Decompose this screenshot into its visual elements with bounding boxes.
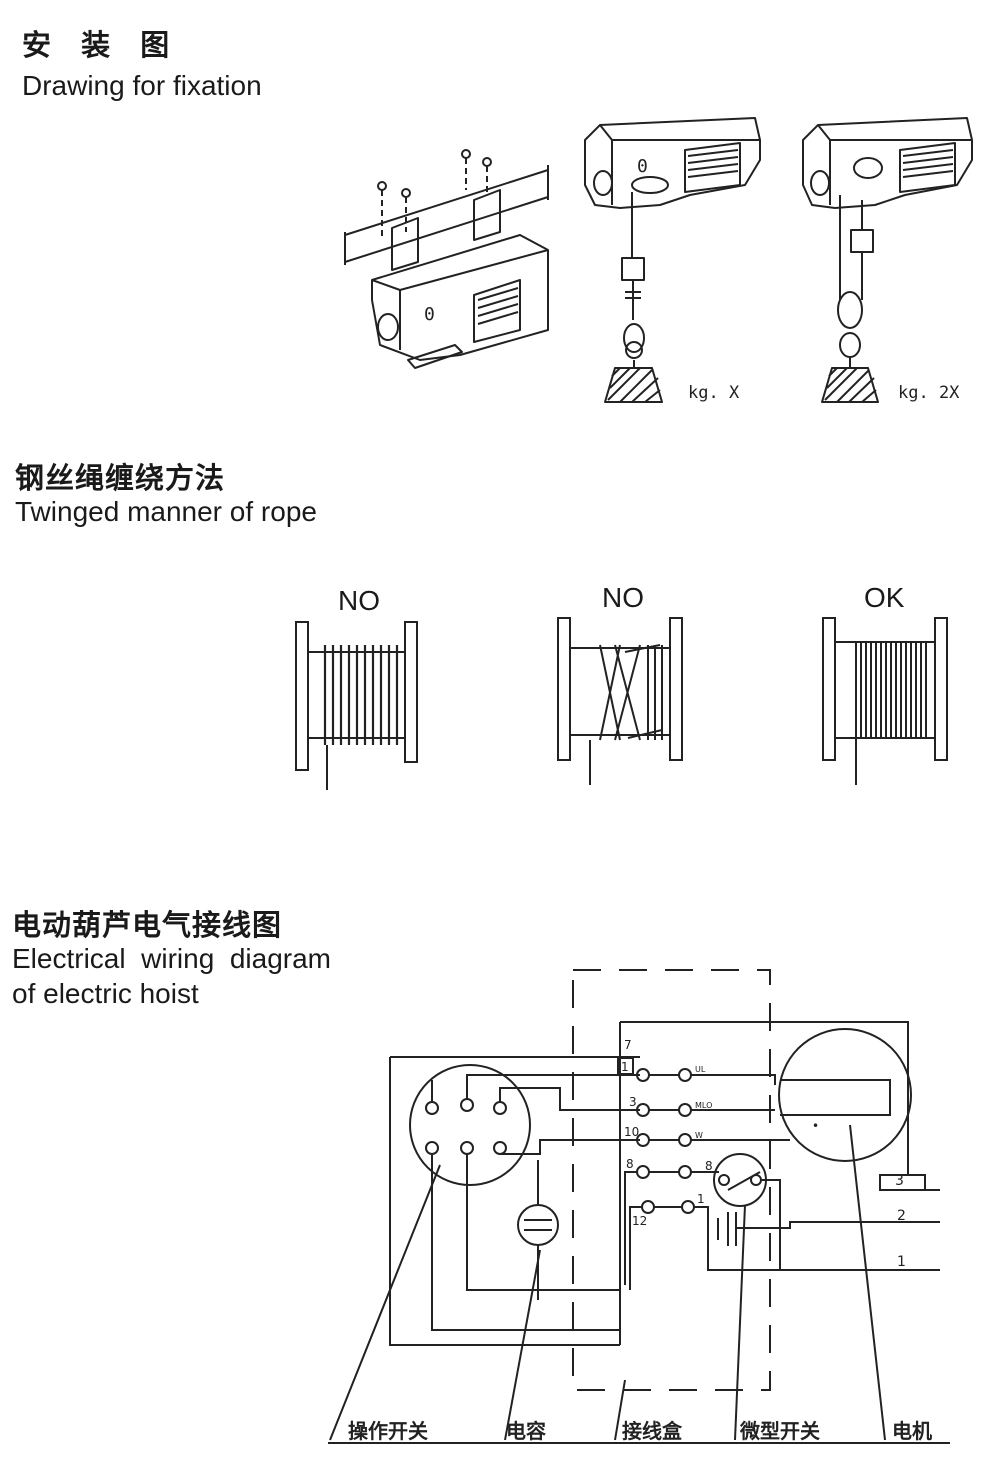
hoist-double-line-drawing	[802, 117, 973, 403]
drum-label-3: OK	[864, 582, 905, 613]
operation-switch	[409, 1064, 531, 1186]
motor-wire-2: 2	[897, 1208, 906, 1224]
rope-title-zh: 钢丝绳缠绕方法	[15, 461, 226, 495]
drum-ok-tight	[822, 617, 948, 785]
wiring-title-en-line1: Electrical wiring diagram	[12, 943, 331, 974]
drum-label-1: NO	[338, 585, 380, 616]
wiring-title-zh: 电动葫芦电气接线图	[12, 908, 283, 942]
micro-switch	[713, 1153, 767, 1207]
hoist-single-line-drawing: 0	[584, 117, 761, 403]
terminal-label-ul: UL	[695, 1065, 706, 1074]
capacitor	[517, 1204, 559, 1246]
terminal-num-7: 7	[624, 1038, 632, 1052]
label-operation-switch: 操作开关	[348, 1419, 428, 1443]
terminal-num-3: 3	[629, 1095, 637, 1109]
label-micro-switch: 微型开关	[739, 1419, 820, 1443]
load-label-single: kg. X	[688, 383, 740, 403]
motor	[778, 1028, 912, 1162]
label-motor: 电机	[892, 1419, 932, 1443]
terminal-label-w: W	[695, 1131, 703, 1140]
label-capacitor: 电容	[506, 1419, 546, 1443]
terminal-num-12: 12	[632, 1214, 647, 1228]
drum-no-gapped	[295, 621, 418, 790]
svg-text:0: 0	[637, 156, 648, 177]
terminal-num-1: 1	[621, 1060, 629, 1074]
motor-wire-1: 1	[897, 1254, 906, 1270]
svg-text:0: 0	[424, 304, 435, 325]
rope-drums	[295, 617, 948, 790]
rope-title-en: Twinged manner of rope	[15, 496, 317, 527]
terminal-num-8b: 8	[705, 1159, 713, 1173]
wiring-diagram	[328, 969, 950, 1444]
drum-label-2: NO	[602, 582, 644, 613]
label-junction-box: 接线盒	[622, 1419, 683, 1443]
fixation-title-zh: 安 装 图	[22, 28, 180, 62]
motor-mark: •	[812, 1119, 819, 1133]
wiring-title-en-line2: of electric hoist	[12, 978, 199, 1009]
hoist-installation-drawing: 0	[344, 149, 549, 369]
load-label-double: kg. 2X	[898, 383, 960, 403]
drum-no-crossed	[557, 617, 683, 785]
terminal-num-8a: 8	[626, 1157, 634, 1171]
terminal-label-mlo: MLO	[695, 1101, 712, 1110]
junction-box-outline	[572, 969, 771, 1391]
terminal-num-1b: 1	[697, 1192, 705, 1206]
fixation-title-en: Drawing for fixation	[22, 70, 262, 101]
terminal-num-10: 10	[624, 1125, 639, 1139]
motor-wire-3: 3	[895, 1173, 904, 1189]
